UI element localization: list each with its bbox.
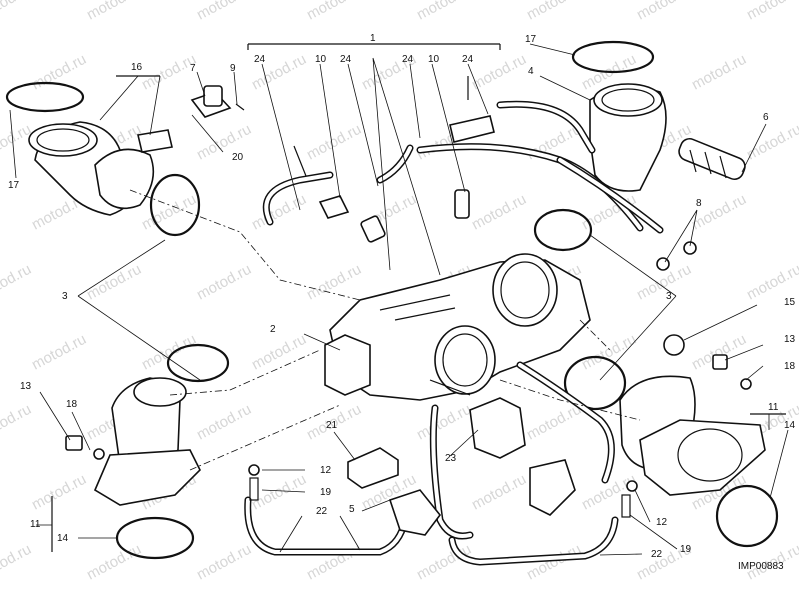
watermark-text: motod.ru (634, 0, 694, 24)
image-code: IMP00883 (738, 561, 784, 572)
small-parts (65, 76, 752, 536)
callout-19-right: 19 (680, 544, 692, 555)
watermark-text: motod.ru (469, 191, 529, 234)
watermark-text: motod.ru (29, 51, 89, 94)
watermark-text: motod.ru (84, 0, 144, 24)
watermark-text: motod.ru (194, 541, 254, 584)
watermark-text: motod.ru (0, 261, 34, 304)
callout-1: 1 (370, 33, 376, 44)
callout-22-left: 22 (316, 506, 328, 517)
watermark-text: motod.ru (689, 51, 749, 94)
callout-3-left: 3 (62, 291, 68, 302)
watermark-text: motod.ru (0, 541, 34, 584)
throttle-body (324, 253, 591, 401)
watermark-text: motod.ru (469, 471, 529, 514)
watermark-text: motod.ru (524, 0, 584, 24)
callout-24-d: 24 (462, 54, 474, 65)
watermark-text: motod.ru (0, 0, 34, 24)
watermark-text: motod.ru (524, 401, 584, 444)
callout-13-right: 13 (784, 334, 796, 345)
group-brackets (51, 43, 786, 552)
callout-14-right: 14 (784, 420, 796, 431)
watermark-text: motod.ru (579, 331, 639, 374)
callout-19-left: 19 (320, 487, 332, 498)
watermark-text: motod.ru (744, 121, 799, 164)
watermark-text: motod.ru (29, 471, 89, 514)
watermark-text: motod.ru (304, 541, 364, 584)
assembly-lines (129, 189, 641, 471)
watermark-text: motod.ru (194, 261, 254, 304)
callout-23: 23 (445, 453, 457, 464)
watermark-text: motod.ru (414, 401, 474, 444)
callout-10-left: 10 (315, 54, 327, 65)
callout-2: 2 (270, 324, 276, 335)
callout-3-right: 3 (666, 291, 672, 302)
watermark-text: motod.ru (414, 0, 474, 24)
watermark-text: motod.ru (194, 0, 254, 24)
callout-20: 20 (232, 152, 244, 163)
watermark-text: motod.ru (469, 51, 529, 94)
callout-11-right: 11 (768, 402, 779, 413)
intake-manifolds (28, 83, 766, 506)
callout-21: 21 (326, 420, 338, 431)
callout-12-right: 12 (656, 517, 668, 528)
callout-6: 6 (763, 112, 769, 123)
callout-24-b: 24 (340, 54, 352, 65)
watermark-text: motod.ru (29, 331, 89, 374)
watermark-text: motod.ru (194, 401, 254, 444)
callout-8: 8 (696, 198, 702, 209)
callout-18-left: 18 (66, 399, 78, 410)
leader-lines (9, 43, 789, 556)
clamps-and-rings (5, 40, 779, 560)
callout-24-a: 24 (254, 54, 266, 65)
watermark-text: motod.ru (304, 0, 364, 24)
callout-labels: 1 2 3 3 4 5 6 7 8 9 10 10 11 11 12 12 13… (8, 33, 796, 560)
callout-17-right: 17 (525, 34, 537, 45)
watermark-text: motod.ru (249, 331, 309, 374)
watermark-text: motod.ru (304, 261, 364, 304)
callout-15: 15 (784, 297, 796, 308)
callout-22-right: 22 (651, 549, 663, 560)
watermark-text: motod.ru (744, 0, 799, 24)
callout-24-c: 24 (402, 54, 414, 65)
callout-18-right: 18 (784, 361, 796, 372)
watermark-text: motod.ru (194, 121, 254, 164)
callout-4: 4 (528, 66, 534, 77)
callout-16: 16 (131, 62, 143, 73)
watermark-text: motod.ru (0, 401, 34, 444)
callout-7: 7 (190, 63, 196, 74)
watermark-text: motod.ru (84, 261, 144, 304)
callout-10-right: 10 (428, 54, 440, 65)
callout-13-left: 13 (20, 381, 32, 392)
callout-14-left: 14 (57, 533, 69, 544)
callout-11-left: 11 (30, 519, 41, 530)
hoses (244, 100, 664, 566)
callout-5: 5 (349, 504, 355, 515)
watermark-text: motod.ru (249, 191, 309, 234)
callout-12-left: 12 (320, 465, 332, 476)
callout-9: 9 (230, 63, 236, 74)
watermark-text: motod.ru (84, 541, 144, 584)
callout-17-left: 17 (8, 180, 20, 191)
